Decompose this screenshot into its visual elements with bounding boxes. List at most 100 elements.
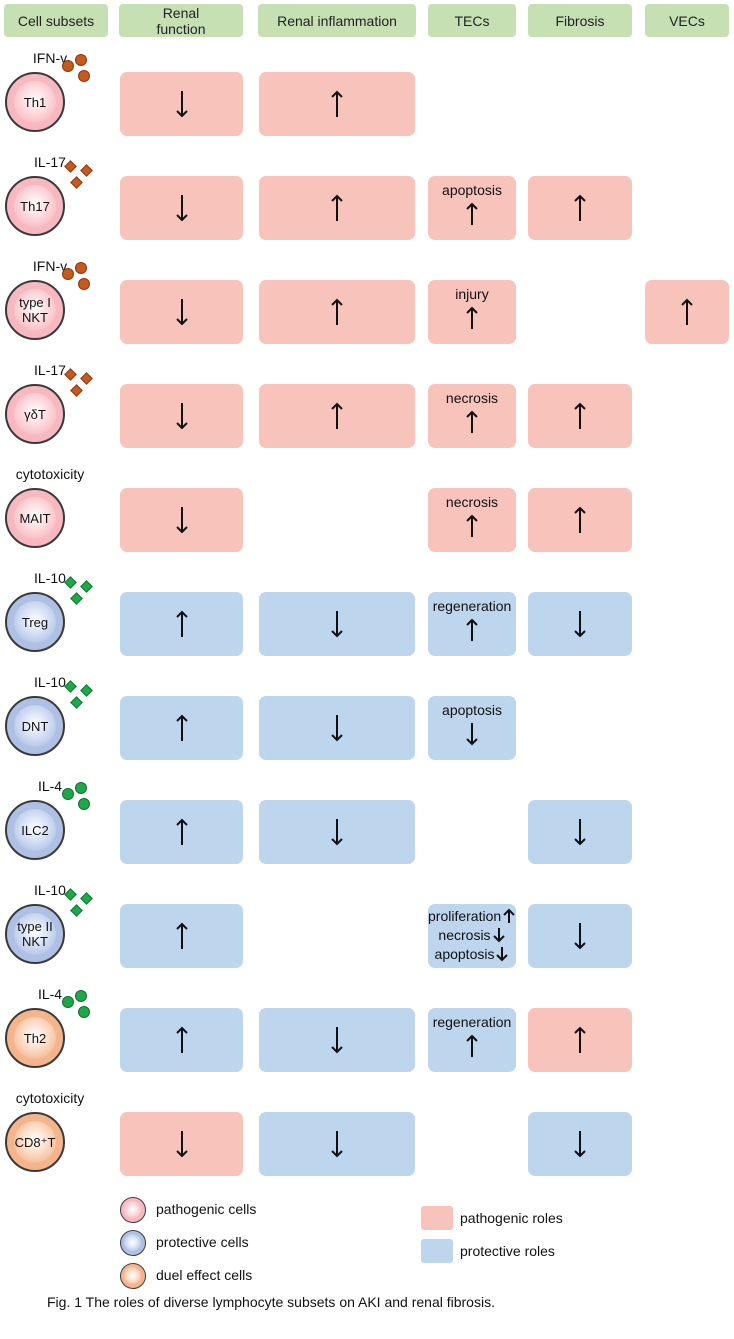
cytokine-circle-icon bbox=[75, 262, 87, 274]
arrow-up-icon bbox=[503, 908, 515, 923]
cell-name-label: Th17 bbox=[14, 185, 56, 227]
legend-protective-role-swatch bbox=[421, 1239, 453, 1263]
legend-label: protective cells bbox=[156, 1234, 249, 1250]
arrow-up-icon bbox=[466, 514, 478, 538]
cytokine-label: IL-10 bbox=[34, 570, 66, 586]
cell-type-ii-nkt-icon: type II NKT bbox=[5, 904, 65, 964]
legend-dual-cell-icon bbox=[120, 1263, 146, 1289]
renal-inflammation-effect-box bbox=[259, 72, 415, 136]
arrow-down-icon bbox=[331, 611, 343, 638]
arrow-down-icon bbox=[175, 91, 188, 118]
cytokine-diamond-icon bbox=[64, 160, 77, 173]
fibrosis-effect-box bbox=[528, 1112, 632, 1176]
arrow-up-icon bbox=[466, 1034, 478, 1058]
fibrosis-effect-box bbox=[528, 1008, 632, 1072]
tecs-effect-box: apoptosis bbox=[428, 696, 516, 760]
legend-pathogenic-role-swatch bbox=[421, 1206, 453, 1230]
cytokine-diamond-icon bbox=[70, 904, 83, 917]
cytokine-label: IL-10 bbox=[34, 882, 66, 898]
cell-name-label: γδT bbox=[14, 393, 56, 435]
cytokine-dots-icon bbox=[62, 990, 102, 1030]
cell-name-label: Th2 bbox=[14, 1017, 56, 1059]
header-tecs: TECs bbox=[428, 4, 516, 37]
arrow-up-icon bbox=[466, 202, 478, 226]
cytokine-diamond-icon bbox=[80, 372, 93, 385]
legend-label: pathogenic cells bbox=[156, 1201, 257, 1217]
header-label: Cell subsets bbox=[17, 12, 95, 29]
cytokine-label: cytotoxicity bbox=[15, 1090, 85, 1106]
cytokine-diamonds-icon bbox=[62, 574, 102, 614]
cytokine-dots-icon bbox=[62, 262, 102, 302]
arrow-up-icon bbox=[466, 306, 478, 330]
renal-function-effect-box bbox=[120, 1112, 243, 1176]
header-label: TECs bbox=[454, 12, 490, 29]
arrow-up-icon bbox=[331, 298, 343, 325]
tecs-effect-box: necrosis bbox=[428, 488, 516, 552]
tecs-effect-label: apoptosis bbox=[442, 702, 502, 718]
cytokine-diamonds-icon bbox=[62, 886, 102, 926]
cell-type-i-nkt-icon: type I NKT bbox=[5, 280, 65, 340]
legend-label: protective roles bbox=[460, 1243, 555, 1259]
cytokine-label: IFN-γ bbox=[32, 258, 68, 274]
vecs-effect-box bbox=[645, 280, 729, 344]
tecs-effect-label: necrosis bbox=[445, 494, 499, 510]
tecs-effect-label: injury bbox=[455, 286, 489, 302]
tecs-effect-box: apoptosis bbox=[428, 176, 516, 240]
cytokine-circle-icon bbox=[62, 788, 74, 800]
fibrosis-effect-box bbox=[528, 592, 632, 656]
cytokine-diamond-icon bbox=[70, 384, 83, 397]
header-cell-subsets: Cell subsets bbox=[4, 4, 108, 37]
legend-label: duel effect cells bbox=[156, 1267, 253, 1283]
arrow-down-icon bbox=[175, 299, 188, 326]
cell-name-label: MAIT bbox=[14, 497, 56, 539]
cytokine-diamonds-icon bbox=[62, 366, 102, 406]
tecs-effect-label: proliferation bbox=[428, 907, 502, 924]
cytokine-circle-icon bbox=[78, 278, 90, 290]
arrow-up-icon bbox=[466, 618, 478, 642]
fibrosis-effect-box bbox=[528, 800, 632, 864]
cell-ilc2-icon: ILC2 bbox=[5, 800, 65, 860]
cytokine-circle-icon bbox=[62, 268, 74, 280]
cell-γδt-icon: γδT bbox=[5, 384, 65, 444]
arrow-up-icon bbox=[175, 610, 188, 637]
arrow-up-icon bbox=[175, 714, 188, 741]
cytokine-circle-icon bbox=[75, 990, 87, 1002]
arrow-up-icon bbox=[681, 298, 693, 325]
cytokine-diamond-icon bbox=[80, 684, 93, 697]
renal-inflammation-effect-box bbox=[259, 1008, 415, 1072]
tecs-effect-label: regeneration bbox=[432, 1014, 512, 1030]
cell-name-label: DNT bbox=[14, 705, 56, 747]
cytokine-circle-icon bbox=[75, 54, 87, 66]
renal-function-effect-box bbox=[120, 696, 243, 760]
cell-name-label: CD8⁺T bbox=[14, 1121, 56, 1163]
cytokine-diamond-icon bbox=[64, 576, 77, 589]
arrow-down-icon bbox=[496, 946, 509, 961]
arrow-down-icon bbox=[175, 507, 188, 534]
arrow-up-icon bbox=[466, 410, 478, 434]
legend-pathogenic-cell-icon bbox=[120, 1197, 146, 1223]
cytokine-label: IL-10 bbox=[34, 674, 66, 690]
cell-name-label: type I NKT bbox=[14, 289, 56, 331]
fibrosis-effect-box bbox=[528, 488, 632, 552]
arrow-up-icon bbox=[574, 194, 586, 221]
arrow-up-icon bbox=[574, 1026, 586, 1053]
renal-function-effect-box bbox=[120, 72, 243, 136]
cell-treg-icon: Treg bbox=[5, 592, 65, 652]
arrow-down-icon bbox=[574, 819, 586, 846]
renal-inflammation-effect-box bbox=[259, 592, 415, 656]
arrow-down-icon bbox=[574, 923, 586, 950]
cytokine-diamond-icon bbox=[80, 164, 93, 177]
header-label: VECs bbox=[669, 12, 705, 29]
tecs-effect-box: injury bbox=[428, 280, 516, 344]
cytokine-dots-icon bbox=[62, 54, 102, 94]
renal-function-effect-box bbox=[120, 384, 243, 448]
fibrosis-effect-box bbox=[528, 384, 632, 448]
cytokine-diamond-icon bbox=[64, 368, 77, 381]
arrow-up-icon bbox=[574, 402, 586, 429]
arrow-down-icon bbox=[331, 819, 343, 846]
arrow-down-icon bbox=[331, 1131, 343, 1158]
cytokine-diamond-icon bbox=[70, 176, 83, 189]
cytokine-diamond-icon bbox=[64, 888, 77, 901]
tecs-effect-label: apoptosis bbox=[442, 182, 502, 198]
